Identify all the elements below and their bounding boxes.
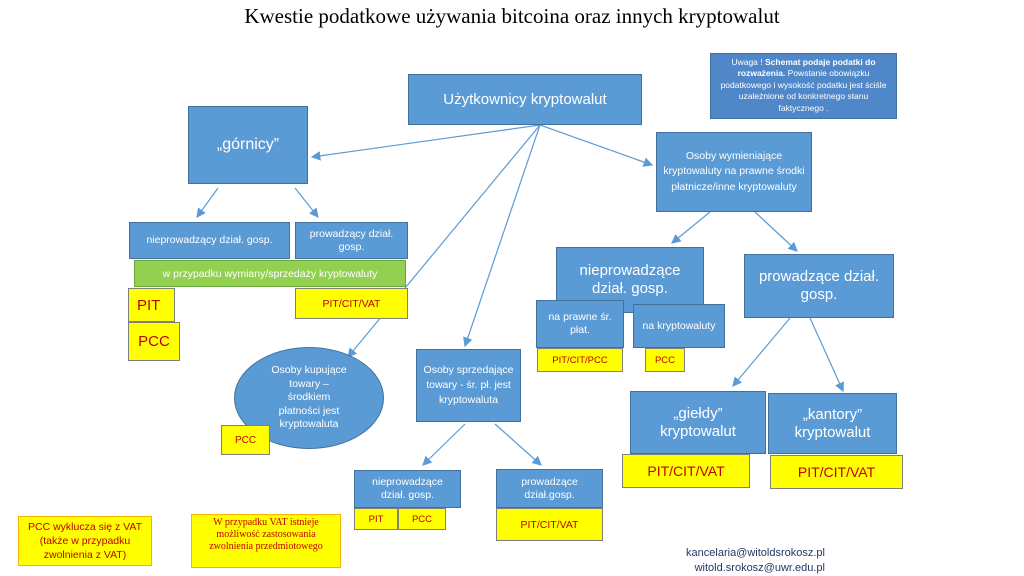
node-nieprowadzace: nieprowadzące dział. gosp. — [556, 247, 704, 313]
node-osoby-kupujace: Osoby kupujące towary – środkiem płatnoś… — [234, 347, 384, 449]
diagram-title: Kwestie podatkowe używania bitcoina oraz… — [244, 4, 780, 28]
arrow-wym-prow — [754, 211, 798, 252]
tax-pit-cit-vat-gornicy: PIT/CIT/VAT — [295, 288, 408, 319]
arrow-prow-kantory — [809, 317, 844, 393]
arrow-root-wymieniajace — [539, 124, 654, 167]
node-prowadzace: prowadzące dział. gosp. — [744, 254, 894, 318]
node-root: Użytkownicy kryptowalut — [408, 74, 642, 125]
node-kantory: „kantory” kryptowalut — [768, 393, 897, 454]
arrow-gornicy-prow — [294, 187, 319, 218]
arrow-sprz-prow — [494, 423, 542, 466]
note-box: Uwaga ! Schemat podaje podatki do rozważ… — [710, 53, 897, 119]
contact-email-2[interactable]: witold.srokosz@uwr.edu.pl — [694, 562, 825, 574]
node-gornicy: „górnicy” — [188, 106, 308, 184]
arrow-sprz-nieprow — [422, 423, 466, 466]
arrow-root-gornicy — [310, 124, 541, 161]
node-na-prawne: na prawne śr. płat. — [536, 300, 624, 348]
tax-sprz-pcc: PCC — [398, 508, 446, 530]
footnote-pcc-vat: PCC wyklucza się z VAT (także w przypadk… — [18, 516, 152, 566]
bar-wymiana: w przypadku wymiany/sprzedaży kryptowalu… — [134, 260, 406, 287]
tax-pcc-kupujace: PCC — [221, 425, 270, 455]
node-gieldy: „giełdy” kryptowalut — [630, 391, 766, 454]
tax-pcc-na-krypto: PCC — [645, 348, 685, 372]
tax-gieldy: PIT/CIT/VAT — [622, 454, 750, 488]
node-gornicy-prowadzacy: prowadzący dział. gosp. — [295, 222, 408, 259]
node-sprz-nieprowadzace: nieprowadzące dział. gosp. — [354, 470, 461, 508]
note-rest: Powstanie obowiązku podatkowego i wysoko… — [720, 68, 887, 113]
arrow-wym-nieprow — [671, 211, 711, 244]
node-sprz-prowadzace: prowadzące dział.gosp. — [496, 469, 603, 508]
footnote-vat-exemption: W przypadku VAT istnieje możliwość zasto… — [191, 514, 341, 568]
arrow-root-sprzedajace — [463, 124, 541, 348]
tax-pcc: PCC — [128, 322, 180, 361]
arrow-prow-gieldy — [732, 317, 791, 387]
node-na-kryptowaluty: na kryptowaluty — [633, 304, 725, 348]
node-osoby-wymieniajace: Osoby wymieniające kryptowaluty na prawn… — [656, 132, 812, 212]
tax-sprz-pit-cit-vat: PIT/CIT/VAT — [496, 508, 603, 541]
note-prefix: Uwaga ! — [731, 57, 765, 67]
tax-pit-cit-pcc: PIT/CIT/PCC — [537, 348, 623, 372]
tax-sprz-pit: PIT — [354, 508, 398, 530]
arrow-gornicy-nieprow — [196, 187, 219, 218]
tax-pit: PIT — [128, 288, 175, 322]
node-gornicy-nieprowadzacy: nieprowadzący dział. gosp. — [129, 222, 290, 259]
node-osoby-sprzedajace: Osoby sprzedające towary - śr. pł. jest … — [416, 349, 521, 422]
contact-email-1[interactable]: kancelaria@witoldsrokosz.pl — [686, 547, 825, 559]
tax-kantory: PIT/CIT/VAT — [770, 455, 903, 489]
note-bold: Schemat podaje podatki do rozważenia. — [737, 57, 876, 79]
